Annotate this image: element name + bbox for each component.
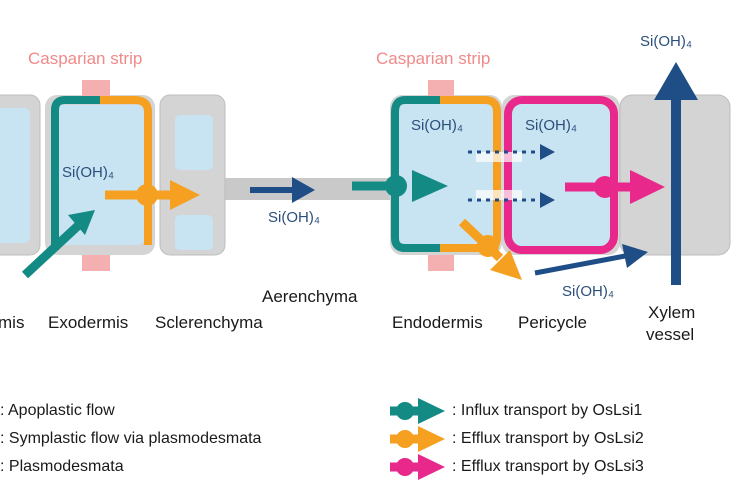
sclerenchyma-lumen-top (175, 115, 213, 170)
casparian-strip-left-bottom (82, 255, 110, 271)
casparian-strip-right-bottom (428, 255, 454, 271)
symplastic-dotted-top-head (540, 144, 555, 160)
legend-apoplastic-flow: : Apoplastic flow (0, 402, 115, 419)
endodermis-label: Endodermis (392, 313, 483, 332)
chem-label-endodermis: Si(OH)₄ (411, 117, 463, 134)
casparian-strip-left-label: Casparian strip (28, 49, 142, 68)
exodermis-lsi2-membrane (100, 96, 152, 245)
legend-efflux-lsi2: : Efflux transport by OsLsi2 (452, 430, 644, 447)
chem-label-pericycle: Si(OH)₄ (525, 117, 577, 134)
casparian-strip-right-top (428, 80, 454, 96)
sclerenchyma-label: Sclerenchyma (155, 313, 263, 332)
plasmodesmata-dot-pericycle (594, 176, 616, 198)
legend-magenta-arrow-head (418, 454, 445, 480)
epidermis-cell-interior (0, 108, 30, 243)
plasmodesmata-dot-exodermis (136, 184, 158, 206)
efflux-arrow-exodermis-head (170, 180, 200, 210)
apoplastic-arrow-aerenchyma-head (292, 177, 315, 203)
endodermis-lsi1-membrane (391, 96, 440, 252)
exodermis-lsi1-membrane (51, 96, 100, 250)
exodermis-label: Exodermis (48, 313, 128, 332)
legend-symplastic-flow: : Symplastic flow via plasmodesmata (0, 430, 262, 447)
plasmodesma-channel-bottom (476, 190, 522, 200)
casparian-strip-right-label: Casparian strip (376, 49, 490, 68)
exodermis-cell (55, 105, 145, 245)
symplastic-dotted-bottom-head (540, 192, 555, 208)
legend-plasmodesmata: : Plasmodesmata (0, 458, 124, 475)
plasmodesmata-dot-endodermis-bottom (477, 235, 499, 257)
apoplastic-arrow-xylem-head (622, 244, 648, 268)
chem-label-xylem-top: Si(OH)₄ (640, 33, 692, 50)
xylem-upward-arrow-head (654, 62, 698, 100)
sclerenchyma-lumen-bottom (175, 215, 213, 250)
endodermis-cell (398, 103, 494, 247)
aerenchyma-label: Aerenchyma (262, 287, 358, 306)
efflux-lsi3-arrow-head (630, 170, 665, 204)
casparian-strip-left-top (82, 80, 110, 96)
legend-influx-lsi1: : Influx transport by OsLsi1 (452, 402, 642, 419)
chem-label-exodermis: Si(OH)₄ (62, 164, 114, 181)
xylem-label-line2: vessel (646, 325, 694, 344)
apoplastic-arrow-xylem-shaft (534, 253, 626, 276)
legend-orange-dot (396, 430, 414, 448)
influx-arrow-exodermis-shaft (21, 218, 86, 279)
legend-efflux-lsi3: : Efflux transport by OsLsi3 (452, 458, 644, 475)
legend-orange-arrow-head (418, 426, 445, 452)
plasmodesma-channel-top (476, 152, 522, 162)
pericycle-cell (504, 96, 618, 254)
chem-label-below-pericycle: Si(OH)₄ (562, 283, 614, 300)
epidermis-label: mis (0, 313, 24, 332)
xylem-label-line1: Xylem (648, 303, 695, 322)
chem-label-aerenchyma: Si(OH)₄ (268, 209, 320, 226)
plasmodesmata-dot-endodermis (385, 175, 407, 197)
efflux-arrow-endodermis-head (490, 250, 522, 280)
legend-magenta-dot (396, 458, 414, 476)
legend: : Apoplastic flow : Symplastic flow via … (0, 398, 644, 480)
legend-teal-arrow-head (418, 398, 445, 424)
influx-arrow-endodermis-head (412, 170, 448, 202)
legend-teal-dot (396, 402, 414, 420)
influx-arrow-exodermis-head (68, 210, 95, 235)
pericycle-label: Pericycle (518, 313, 587, 332)
